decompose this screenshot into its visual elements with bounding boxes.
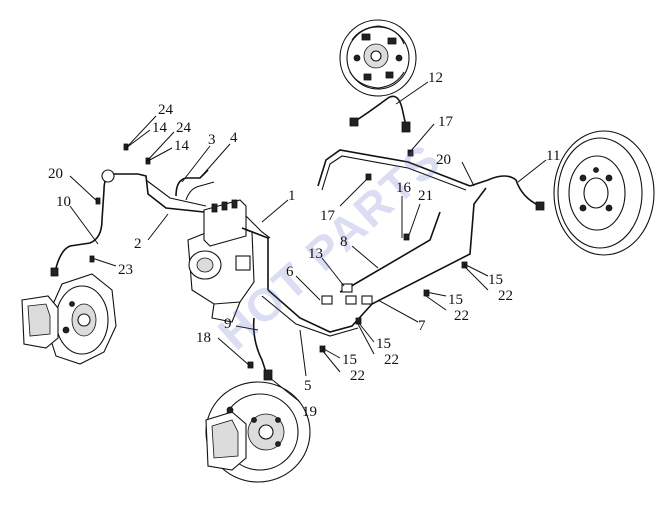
callout-22: 22 bbox=[498, 288, 513, 304]
callout-5: 5 bbox=[304, 378, 312, 394]
callout-10: 10 bbox=[56, 194, 71, 210]
callout-4: 4 bbox=[230, 130, 238, 146]
callout-21: 21 bbox=[418, 188, 433, 204]
pipe-clips bbox=[89, 143, 468, 369]
callout-22: 22 bbox=[384, 352, 399, 368]
callout-7: 7 bbox=[418, 318, 426, 334]
callout-1: 1 bbox=[288, 188, 296, 204]
callout-14: 14 bbox=[174, 138, 190, 154]
abs-hydraulic-unit bbox=[187, 199, 255, 323]
callout-17: 17 bbox=[438, 114, 454, 130]
callout-16: 16 bbox=[396, 180, 412, 196]
callout-24: 24 bbox=[158, 102, 174, 118]
callout-15: 15 bbox=[342, 352, 357, 368]
callout-13: 13 bbox=[308, 246, 323, 262]
front-right-disc-brake bbox=[205, 381, 311, 483]
callout-15: 15 bbox=[448, 292, 463, 308]
callout-23: 23 bbox=[118, 262, 133, 278]
callout-20: 20 bbox=[48, 166, 63, 182]
callout-14: 14 bbox=[152, 120, 168, 136]
callout-9: 9 bbox=[224, 316, 232, 332]
callout-15: 15 bbox=[488, 272, 503, 288]
callout-2: 2 bbox=[134, 236, 142, 252]
leader-lines bbox=[69, 81, 547, 403]
callout-15: 15 bbox=[376, 336, 391, 352]
callout-3: 3 bbox=[208, 132, 216, 148]
callout-22: 22 bbox=[350, 368, 365, 384]
callout-11: 11 bbox=[546, 148, 560, 164]
callout-24: 24 bbox=[176, 120, 192, 136]
callout-6: 6 bbox=[286, 264, 294, 280]
callout-18: 18 bbox=[196, 330, 211, 346]
rear-brake-drum bbox=[553, 130, 655, 256]
callout-22: 22 bbox=[454, 308, 469, 324]
callout-8: 8 bbox=[340, 234, 348, 250]
callout-19: 19 bbox=[302, 404, 317, 420]
rear-brake-backing-plate bbox=[339, 19, 417, 97]
callout-20: 20 bbox=[436, 152, 451, 168]
brake-pipes bbox=[50, 95, 545, 381]
callout-17: 17 bbox=[320, 208, 336, 224]
front-left-disc-brake bbox=[21, 273, 117, 365]
callout-12: 12 bbox=[428, 70, 443, 86]
callout-numbers: 24 14 24 14 3 4 20 10 2 1 23 12 17 20 11… bbox=[48, 70, 560, 420]
